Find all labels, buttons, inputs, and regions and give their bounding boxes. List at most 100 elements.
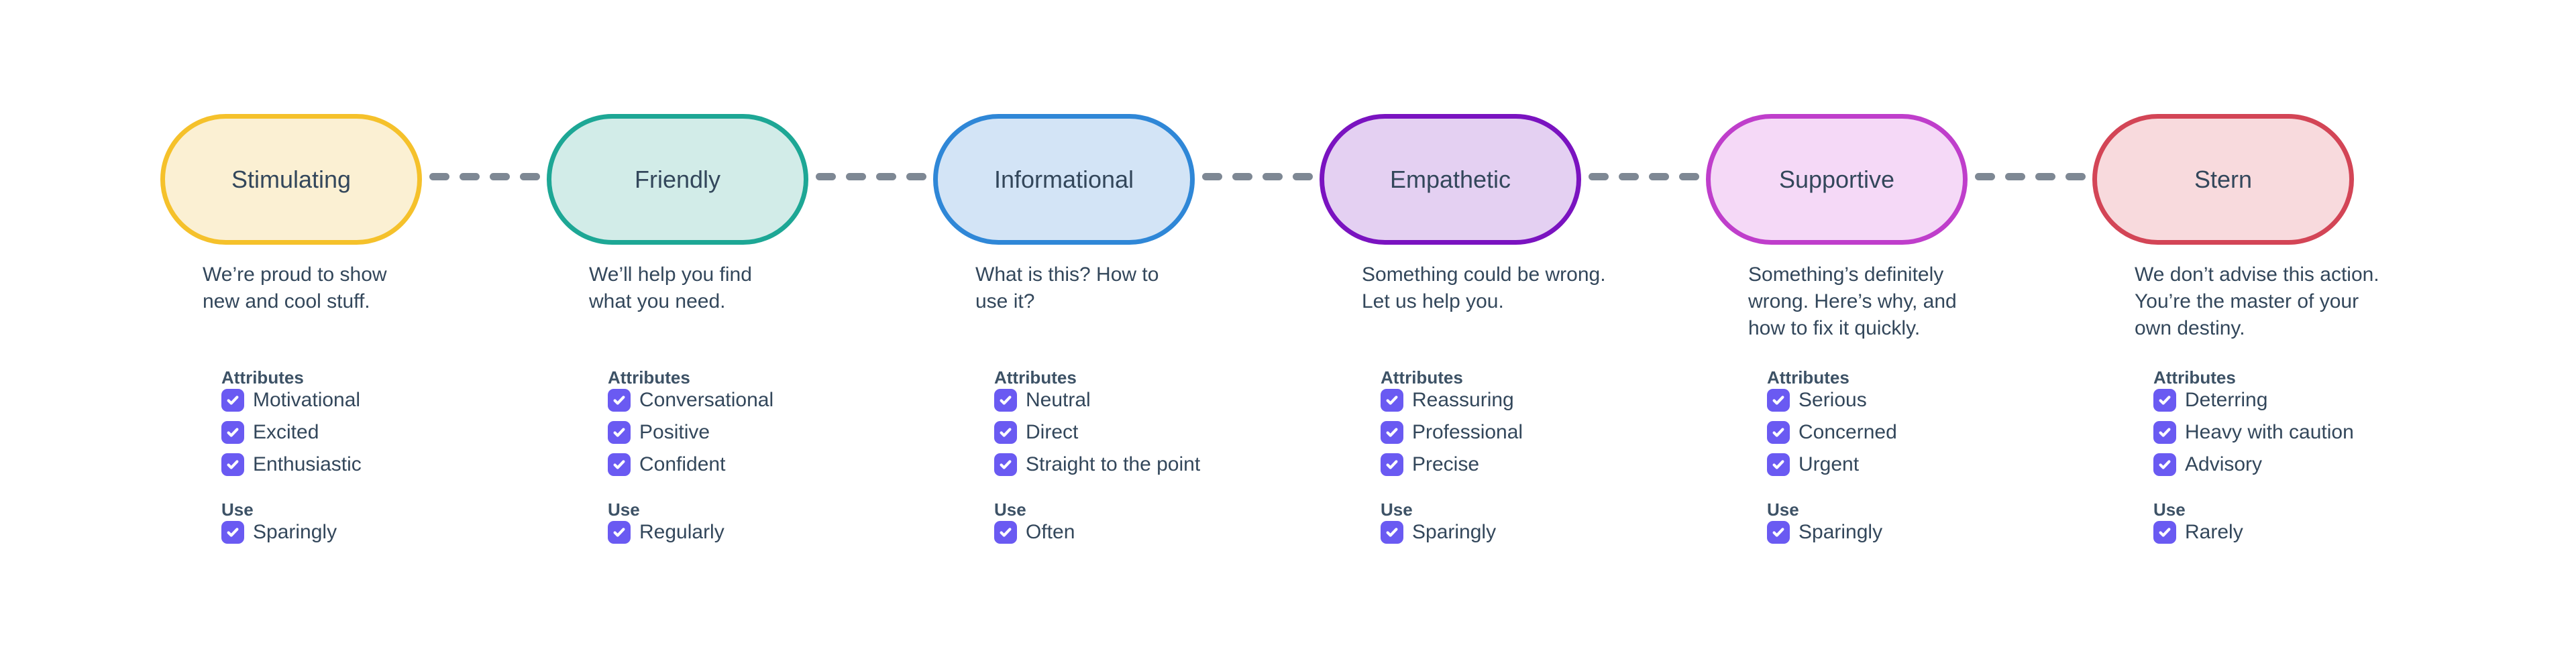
attribute-checkbox[interactable]: [221, 521, 244, 544]
check-icon: [2159, 528, 2171, 537]
attributes-heading: Attributes: [1381, 367, 1463, 388]
checkbox-row: Rarely: [2153, 521, 2354, 544]
attribute-checkbox[interactable]: [2153, 389, 2176, 412]
attribute-checkbox[interactable]: [221, 453, 244, 476]
tone-pill: Supportive: [1706, 114, 1968, 245]
attribute-checkbox[interactable]: [994, 421, 1017, 444]
tone-pill-label: Supportive: [1778, 165, 1895, 193]
attribute-checkbox[interactable]: [1767, 389, 1790, 412]
dash: [460, 173, 480, 180]
attribute-checkbox[interactable]: [221, 421, 244, 444]
attribute-checkbox[interactable]: [608, 421, 631, 444]
attributes-heading: Attributes: [221, 367, 304, 388]
check-icon: [1772, 428, 1784, 437]
checkbox-row: Serious: [1767, 389, 1897, 412]
tone-description: Something’s definitely wrong. Here’s why,…: [1748, 261, 2030, 342]
dash: [490, 173, 510, 180]
attribute-checkbox[interactable]: [994, 389, 1017, 412]
attribute-checkbox[interactable]: [1381, 453, 1403, 476]
check-icon: [1000, 428, 1012, 437]
tone-details: Attributes Motivational Excited Enthusia…: [221, 367, 362, 553]
attributes-heading: Attributes: [2153, 367, 2236, 388]
attributes-list: Conversational Positive Confident: [608, 389, 773, 476]
check-icon: [1386, 460, 1398, 469]
dash: [1293, 173, 1313, 180]
attribute-checkbox[interactable]: [608, 453, 631, 476]
tone-details: Attributes Conversational Positive Confi…: [608, 367, 773, 553]
attribute-checkbox[interactable]: [994, 521, 1017, 544]
tone-pill-label: Empathetic: [1389, 165, 1511, 193]
attribute-checkbox[interactable]: [608, 521, 631, 544]
attribute-checkbox[interactable]: [1767, 521, 1790, 544]
attribute-checkbox[interactable]: [1381, 421, 1403, 444]
attribute-checkbox[interactable]: [2153, 421, 2176, 444]
checkbox-label: Conversational: [639, 389, 774, 411]
attribute-checkbox[interactable]: [2153, 453, 2176, 476]
attributes-heading: Attributes: [608, 367, 690, 388]
check-icon: [1772, 396, 1784, 405]
dash: [520, 173, 540, 180]
checkbox-label: Precise: [1412, 453, 1480, 475]
use-list: Regularly: [608, 521, 773, 544]
attribute-checkbox[interactable]: [1767, 421, 1790, 444]
checkbox-row: Urgent: [1767, 453, 1897, 476]
checkbox-label: Serious: [1799, 389, 1867, 411]
use-list: Rarely: [2153, 521, 2354, 544]
connector-dashes: [1202, 173, 1313, 180]
attribute-checkbox[interactable]: [994, 453, 1017, 476]
dash: [1589, 173, 1609, 180]
dash: [2035, 173, 2055, 180]
checkbox-label: Motivational: [253, 389, 361, 411]
check-icon: [1000, 396, 1012, 405]
checkbox-label: Sparingly: [1799, 521, 1883, 543]
attribute-checkbox[interactable]: [221, 389, 244, 412]
attributes-list: Neutral Direct Straight to the point: [994, 389, 1200, 476]
tone-description-line: Something’s definitely: [1748, 263, 1944, 286]
attribute-checkbox[interactable]: [2153, 521, 2176, 544]
dash: [2005, 173, 2025, 180]
checkbox-row: Precise: [1381, 453, 1523, 476]
tone-description-line: You’re the master of your: [2135, 290, 2359, 312]
check-icon: [613, 428, 625, 437]
check-icon: [2159, 428, 2171, 437]
tone-pill-label: Informational: [994, 165, 1134, 193]
use-list: Sparingly: [1767, 521, 1897, 544]
checkbox-row: Regularly: [608, 521, 773, 544]
attribute-checkbox[interactable]: [1381, 521, 1403, 544]
tone-description: Something could be wrong.Let us help you…: [1362, 261, 1644, 315]
checkbox-label: Urgent: [1799, 453, 1860, 475]
check-icon: [2159, 396, 2171, 405]
attribute-checkbox[interactable]: [1767, 453, 1790, 476]
attribute-checkbox[interactable]: [1381, 389, 1403, 412]
check-icon: [2159, 460, 2171, 469]
tone-pill: Informational: [933, 114, 1195, 245]
checkbox-row: Conversational: [608, 389, 773, 412]
use-heading: Use: [221, 499, 254, 520]
tone-description-line: wrong. Here’s why, and: [1748, 290, 1957, 312]
connector-dashes: [429, 173, 540, 180]
checkbox-row: Professional: [1381, 421, 1523, 444]
attributes-list: Deterring Heavy with caution Advisory: [2153, 389, 2354, 476]
tone-description-line: use it?: [975, 290, 1035, 312]
use-heading: Use: [2153, 499, 2186, 520]
tone-details: Attributes Serious Concerned Urgent Use: [1767, 367, 1897, 553]
checkbox-label: Rarely: [2185, 521, 2243, 543]
checkbox-label: Excited: [253, 421, 319, 443]
check-icon: [1772, 460, 1784, 469]
dash: [816, 173, 836, 180]
dash: [1975, 173, 1995, 180]
checkbox-row: Often: [994, 521, 1200, 544]
checkbox-row: Confident: [608, 453, 773, 476]
use-heading: Use: [994, 499, 1026, 520]
dash: [846, 173, 866, 180]
tone-details: Attributes Deterring Heavy with caution …: [2153, 367, 2354, 553]
dash: [1202, 173, 1222, 180]
check-icon: [1386, 528, 1398, 537]
check-icon: [227, 396, 239, 405]
check-icon: [1772, 528, 1784, 537]
checkbox-row: Direct: [994, 421, 1200, 444]
dash: [1649, 173, 1669, 180]
attribute-checkbox[interactable]: [608, 389, 631, 412]
